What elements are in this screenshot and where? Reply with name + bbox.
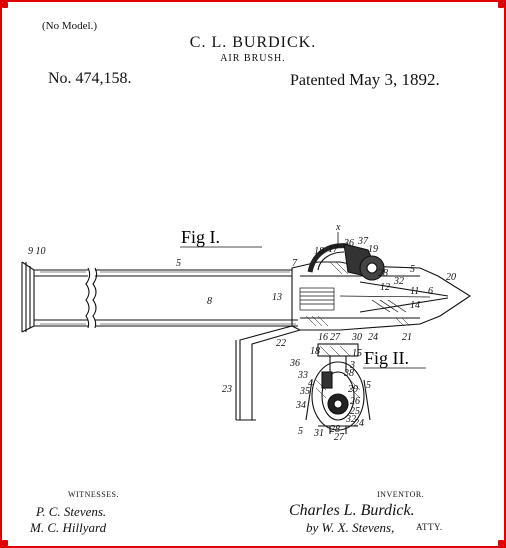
frame-corner — [2, 2, 8, 8]
ref-numeral: 25 — [350, 406, 360, 417]
ref-numeral: 18 — [310, 346, 320, 357]
fig2-section — [305, 343, 371, 434]
ref-numeral: 8 — [207, 296, 212, 307]
ref-numeral: 24 — [368, 332, 378, 343]
by-label: by — [306, 520, 319, 535]
inventor-name: C. L. BURDICK. — [189, 34, 317, 51]
ref-numeral: 16 — [318, 332, 328, 343]
ref-numeral: 13 — [272, 292, 282, 303]
ref-numeral: 36 — [289, 358, 300, 369]
witness-signature-2: M. C. Hillyard — [30, 520, 107, 535]
patent-date: May 3, 1892. — [349, 70, 440, 89]
patent-date-prefix: Patented — [290, 72, 346, 89]
ref-numeral: 38 — [343, 368, 354, 379]
ref-numeral: 18 — [314, 246, 324, 257]
attorney-line: by W. X. Stevens, — [306, 520, 394, 536]
attorney-signature: W. X. Stevens, — [321, 520, 395, 535]
ref-numeral: 31 — [313, 428, 324, 439]
ref-numeral: 14 — [410, 300, 420, 311]
frame-corner — [498, 2, 504, 8]
ref-numeral: 4 — [308, 378, 313, 389]
ref-numeral: x — [335, 222, 341, 233]
ref-numeral: 34 — [295, 400, 306, 411]
model-note: (No Model.) — [42, 20, 97, 32]
ref-numeral: 24 — [354, 418, 364, 429]
ref-numeral: 30 — [351, 332, 362, 343]
ref-numeral: 7 — [292, 258, 298, 269]
witnesses-heading: WITNESSES. — [68, 490, 119, 499]
ref-numeral: 22 — [276, 338, 286, 349]
fig2-label: Fig II. — [364, 348, 409, 368]
ref-numeral: 32 — [393, 276, 404, 287]
ref-numeral: 15 — [352, 348, 362, 359]
ref-numeral: 29 — [348, 384, 358, 395]
patent-date-line: Patented May 3, 1892. — [290, 70, 440, 90]
ref-numeral: 21 — [402, 332, 412, 343]
ref-numeral: 12 — [380, 282, 390, 293]
ref-numeral: 32 — [345, 414, 356, 425]
ref-numeral: 5 — [176, 258, 181, 269]
barrel — [21, 261, 298, 333]
ref-numeral: 3 — [349, 360, 355, 371]
air-inlet-pipe — [235, 325, 301, 421]
ref-numeral: 37 — [357, 236, 369, 247]
ref-numeral: 11 — [410, 286, 419, 297]
frame-corner — [2, 540, 8, 546]
ref-numeral: 28 — [330, 424, 340, 435]
inventor-heading: INVENTOR. — [377, 490, 425, 499]
invention-title: AIR BRUSH. — [220, 53, 286, 64]
ref-numeral: 26 — [350, 396, 360, 407]
ref-numeral: 5 — [410, 264, 415, 275]
head-assembly — [291, 243, 472, 331]
ref-numeral: 23 — [222, 384, 232, 395]
ref-numeral: 19 — [368, 244, 378, 255]
ref-numeral: 35 — [299, 386, 310, 397]
ref-numeral: 27 — [330, 332, 341, 343]
ref-numeral: 36 — [343, 238, 354, 249]
fig1-label: Fig I. — [181, 227, 220, 247]
ref-numeral: 6 — [428, 286, 433, 297]
ref-numeral: 33 — [297, 370, 308, 381]
attorney-abbrev: ATTY. — [416, 522, 443, 532]
patent-number: No. 474,158. — [48, 70, 132, 87]
witness-signature-1: P. C. Stevens. — [36, 504, 107, 519]
ref-numeral: 17 — [328, 244, 339, 255]
ref-numeral: 20 — [446, 272, 456, 283]
ref-numeral: 27 — [334, 432, 345, 443]
inventor-signature: Charles L. Burdick. — [289, 502, 415, 519]
ref-numeral: 5 — [366, 380, 371, 391]
ref-numeral: 5 — [298, 426, 303, 437]
ref-numeral: 9 10 — [28, 246, 46, 257]
frame-corner — [498, 540, 504, 546]
ref-numeral: 28 — [378, 268, 388, 279]
